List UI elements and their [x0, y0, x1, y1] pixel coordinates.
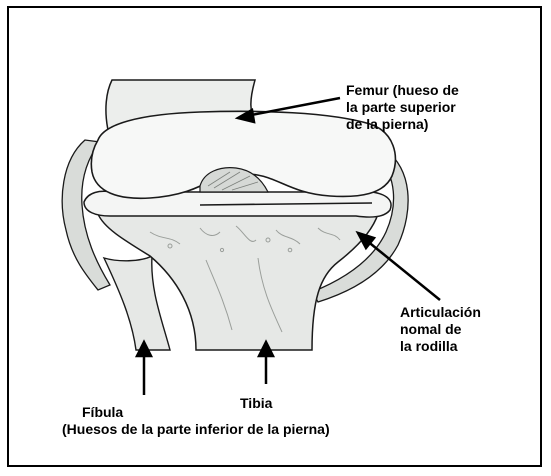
articulacion-label-line-1: Articulación — [400, 304, 481, 321]
tibia-label: Tibia — [240, 395, 272, 412]
femur-label-line-2: la parte superior — [346, 99, 459, 116]
articulacion-label: Articulación nomal de la rodilla — [400, 304, 481, 355]
fibula-label: Fíbula — [82, 404, 123, 421]
femur-label-line-3: de la pierna) — [346, 116, 459, 133]
femur-label: Femur (hueso de la parte superior de la … — [346, 82, 459, 133]
femur-label-line-1: Femur (hueso de — [346, 82, 459, 99]
lower-bones-label: (Huesos de la parte inferior de la piern… — [62, 421, 330, 438]
articulacion-label-line-2: nomal de — [400, 321, 481, 338]
articulacion-label-line-3: la rodilla — [400, 338, 481, 355]
fibula-bone — [104, 256, 170, 350]
